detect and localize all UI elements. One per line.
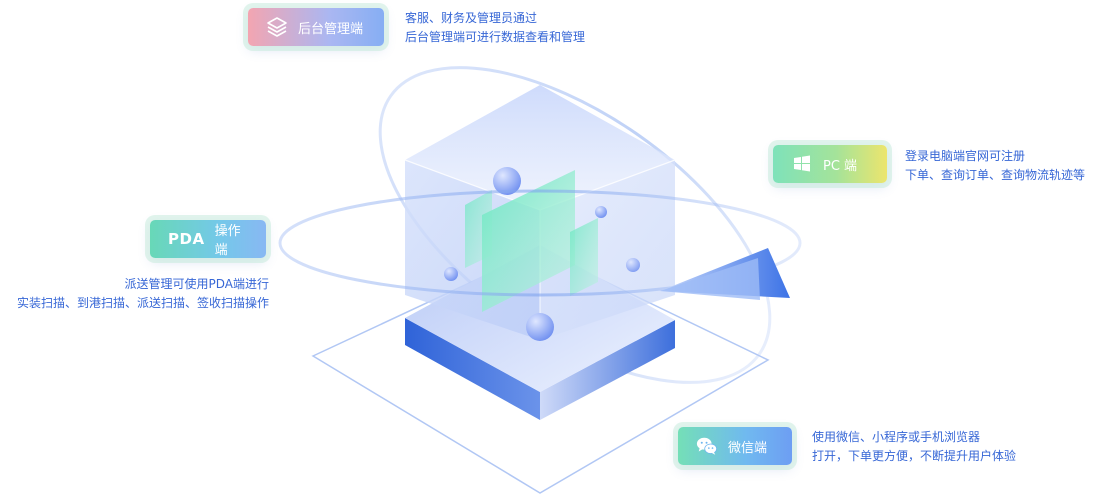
wechat-badge: 微信端 bbox=[678, 427, 792, 465]
base-right-side bbox=[540, 320, 675, 420]
pc-label: PC 端 bbox=[823, 158, 858, 174]
wechat-label: 微信端 bbox=[728, 440, 768, 456]
sphere bbox=[444, 267, 458, 281]
admin-description: 客服、财务及管理员通过 后台管理端可进行数据查看和管理 bbox=[405, 11, 586, 44]
pda-description: 派送管理可使用PDA端进行 实装扫描、到港扫描、派送扫描、签收扫描操作 bbox=[16, 277, 269, 310]
windows-icon bbox=[791, 153, 813, 175]
panel-small-right bbox=[570, 218, 598, 296]
admin-label: 后台管理端 bbox=[298, 21, 364, 37]
pc-description: 登录电脑端官网可注册 下单、查询订单、查询物流轨迹等 bbox=[905, 149, 1086, 182]
horizontal-orbit bbox=[278, 189, 802, 297]
wechat-icon bbox=[696, 435, 718, 457]
pc-badge: PC 端 bbox=[773, 145, 887, 183]
sphere bbox=[526, 313, 554, 341]
sphere bbox=[493, 167, 521, 195]
pda-badge: PDA 操作端 bbox=[150, 220, 266, 258]
sphere bbox=[626, 258, 640, 272]
admin-badge: 后台管理端 bbox=[248, 8, 384, 46]
sphere bbox=[595, 206, 607, 218]
pda-label-strong: PDA bbox=[168, 230, 205, 248]
cube-top-face bbox=[405, 85, 675, 210]
panel-main bbox=[482, 170, 575, 312]
pda-label: 操作端 bbox=[214, 224, 241, 258]
wechat-description: 使用微信、小程序或手机浏览器 打开，下单更方便，不断提升用户体验 bbox=[812, 430, 1017, 463]
base-left-side bbox=[405, 318, 540, 420]
layers-icon bbox=[266, 16, 288, 38]
